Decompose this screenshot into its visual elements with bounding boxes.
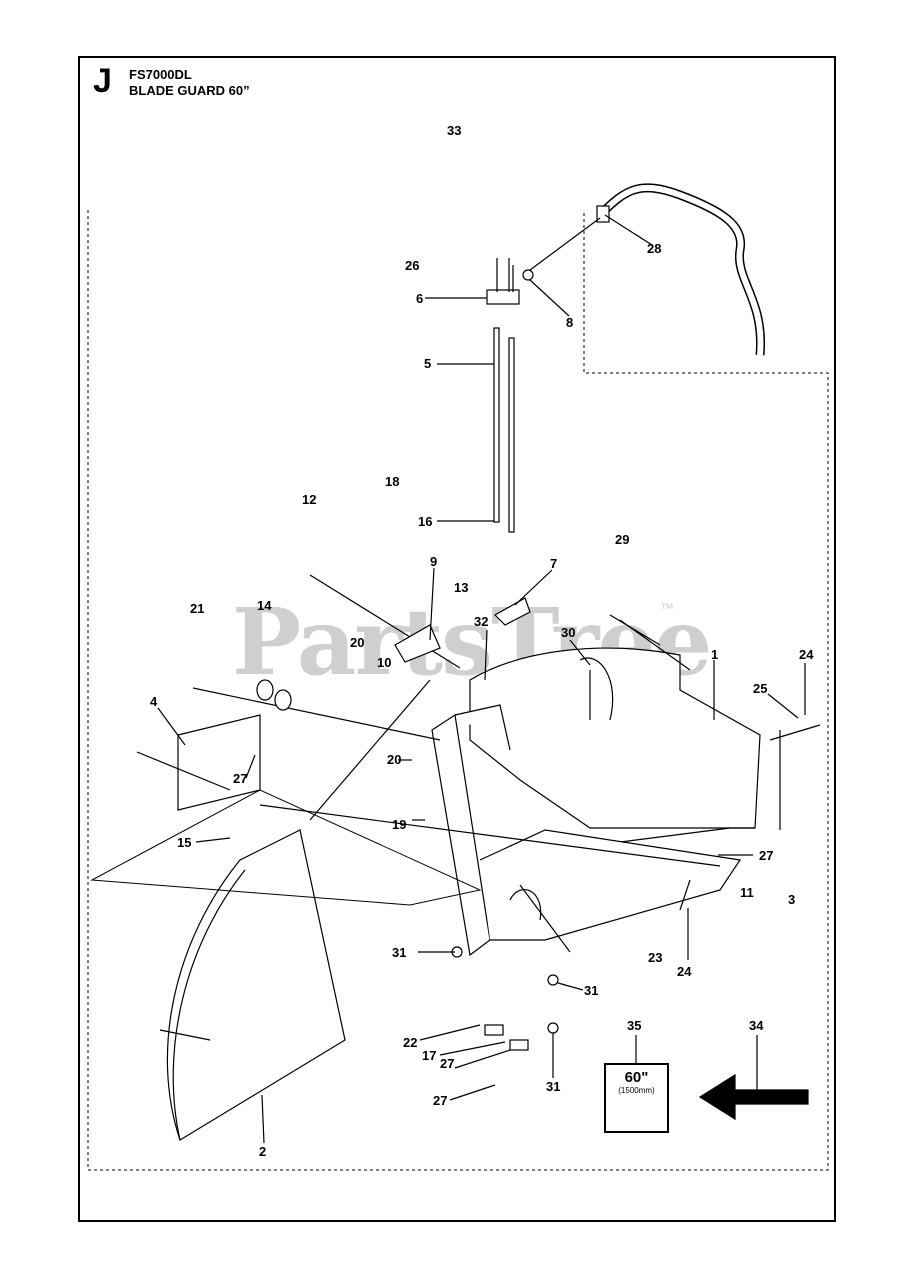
callout-27d: 27 xyxy=(433,1093,448,1108)
watermark-trademark: ™ xyxy=(660,600,674,616)
callout-16: 16 xyxy=(418,514,433,529)
callout-5: 5 xyxy=(424,356,432,371)
callout-7: 7 xyxy=(550,556,558,571)
center-bracket xyxy=(431,713,491,957)
callout-21: 21 xyxy=(190,601,205,616)
washer-31 xyxy=(547,974,559,986)
callout-31a: 31 xyxy=(392,945,407,960)
badge-metric: (1500mm) xyxy=(618,1086,655,1095)
callout-2: 2 xyxy=(259,1144,267,1159)
clamp-7 xyxy=(494,597,531,626)
callout-28: 28 xyxy=(647,241,662,256)
callout-24b: 24 xyxy=(677,964,692,979)
callout-27b: 27 xyxy=(759,848,774,863)
section-letter: J xyxy=(93,62,112,100)
callout-19: 19 xyxy=(392,817,407,832)
water-hose xyxy=(598,183,766,356)
callout-35: 35 xyxy=(627,1018,642,1033)
guard-panel-lower xyxy=(479,829,742,941)
diagram-frame xyxy=(78,56,836,1222)
callout-27a: 27 xyxy=(233,771,248,786)
callout-22: 22 xyxy=(403,1035,418,1050)
callout-24a: 24 xyxy=(799,647,814,662)
callout-31c: 31 xyxy=(546,1079,561,1094)
callout-26: 26 xyxy=(405,258,420,273)
tube-5-right xyxy=(508,337,515,533)
callout-18: 18 xyxy=(385,474,400,489)
page-title: BLADE GUARD 60” xyxy=(129,83,250,98)
blade-size-badge: 60" (1500mm) xyxy=(604,1063,669,1133)
callout-30: 30 xyxy=(561,625,576,640)
callout-1: 1 xyxy=(711,647,719,662)
callout-32: 32 xyxy=(474,614,489,629)
callout-8: 8 xyxy=(566,315,574,330)
callout-12: 12 xyxy=(302,492,317,507)
plate-4 xyxy=(177,714,261,811)
callout-27c: 27 xyxy=(440,1056,455,1071)
callout-29: 29 xyxy=(615,532,630,547)
callout-33: 33 xyxy=(447,123,462,138)
model-number: FS7000DL xyxy=(129,67,192,82)
callout-31b: 31 xyxy=(584,983,599,998)
callout-20a: 20 xyxy=(350,635,365,650)
guard-panel-2 xyxy=(166,829,346,1141)
bracket-22 xyxy=(484,1024,504,1036)
guard-body-1 xyxy=(469,647,761,829)
callout-4: 4 xyxy=(150,694,158,709)
callout-25: 25 xyxy=(753,681,768,696)
direction-arrow xyxy=(698,1073,809,1121)
callout-3: 3 xyxy=(788,892,796,907)
fitting-8 xyxy=(522,269,534,281)
badge-size: 60" xyxy=(624,1069,649,1086)
callout-10: 10 xyxy=(377,655,392,670)
tube-5-left xyxy=(493,327,500,523)
valve-block xyxy=(486,289,520,305)
callout-6: 6 xyxy=(416,291,424,306)
assembly-boundary xyxy=(87,210,829,1171)
bracket-9 xyxy=(394,624,441,663)
callout-13: 13 xyxy=(454,580,469,595)
callout-17: 17 xyxy=(422,1048,437,1063)
callout-34: 34 xyxy=(749,1018,764,1033)
cap-14 xyxy=(256,679,274,701)
callout-20b: 20 xyxy=(387,752,402,767)
callout-9: 9 xyxy=(430,554,438,569)
callout-15: 15 xyxy=(177,835,192,850)
callout-11: 11 xyxy=(740,885,754,900)
callout-14: 14 xyxy=(257,598,272,613)
callout-23: 23 xyxy=(648,950,663,965)
